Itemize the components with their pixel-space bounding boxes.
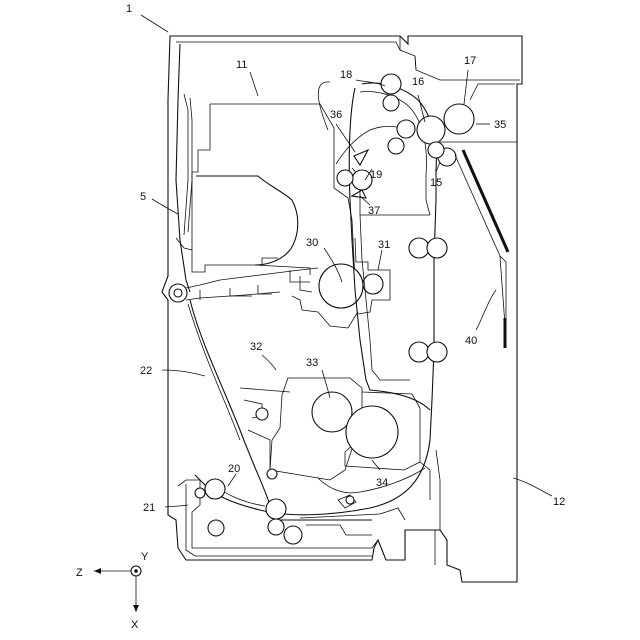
- label-22: 22: [140, 365, 152, 377]
- toner-unit-11: [192, 104, 355, 280]
- hinge: [169, 268, 318, 302]
- axis-y-label: Y: [141, 551, 149, 563]
- label-18: 18: [340, 69, 352, 81]
- transport-rollers: [409, 238, 447, 362]
- label-35: 35: [494, 119, 506, 131]
- cover-5: [176, 44, 192, 292]
- label-12: 12: [553, 496, 565, 508]
- label-16: 16: [412, 76, 424, 88]
- axis-x-label: X: [131, 619, 139, 631]
- label-37: 37: [368, 205, 380, 217]
- label-1: 1: [126, 3, 132, 15]
- label-19: 19: [370, 169, 382, 181]
- label-33: 33: [306, 357, 318, 369]
- roller-18: [381, 74, 401, 94]
- feed-area: [178, 469, 405, 556]
- label-34: 34: [376, 477, 388, 489]
- label-21: 21: [143, 502, 155, 514]
- roller-17: [444, 104, 474, 134]
- label-30: 30: [306, 237, 318, 249]
- drum-unit: [292, 238, 390, 328]
- label-36: 36: [330, 109, 342, 121]
- label-40: 40: [465, 335, 477, 347]
- label-5: 5: [140, 191, 146, 203]
- lower-right-bracket: [420, 450, 440, 530]
- roller-16: [417, 116, 445, 144]
- label-20: 20: [228, 463, 240, 475]
- label-17: 17: [464, 55, 476, 67]
- axis-indicator: Z Y X: [76, 551, 149, 631]
- roller-20: [205, 479, 225, 499]
- label-11: 11: [236, 59, 247, 71]
- label-32: 32: [250, 341, 262, 353]
- axis-z-label: Z: [76, 567, 83, 579]
- label-31: 31: [378, 239, 390, 251]
- label-15: 15: [430, 177, 442, 189]
